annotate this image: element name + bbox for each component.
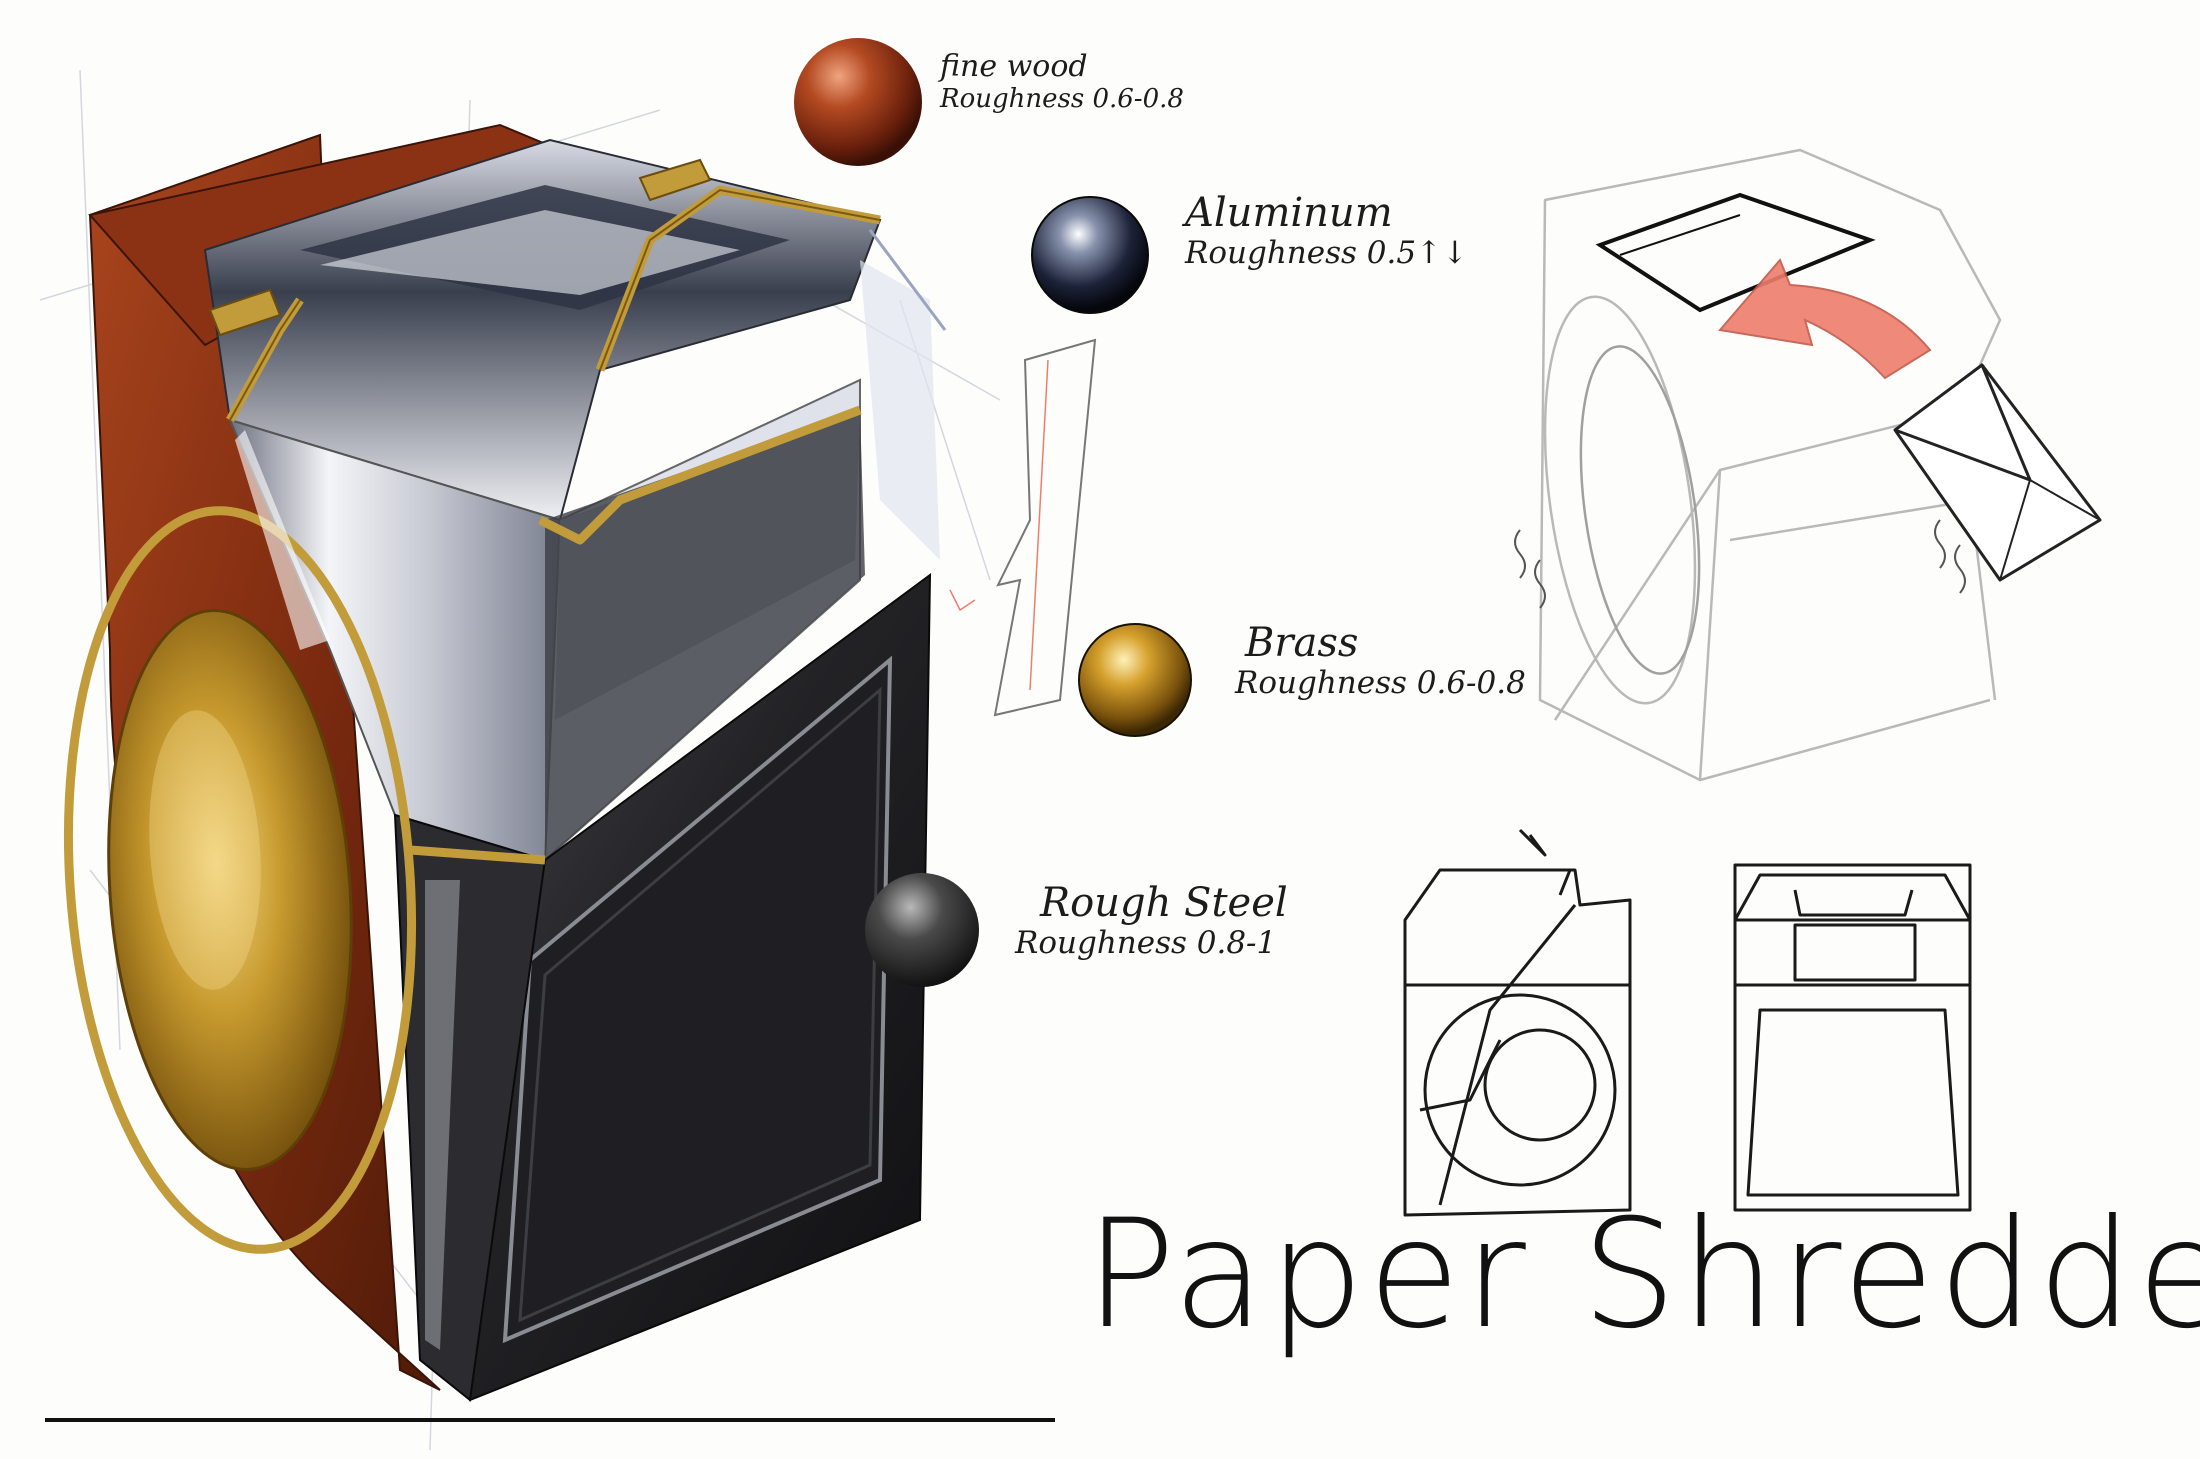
swatch-rough-steel [865, 873, 979, 987]
material-roughness: Roughness 0.8-1 [1015, 925, 1277, 961]
label-fine-wood: fine wood Roughness 0.6-0.8 [940, 49, 1184, 114]
envelope-icon [1893, 363, 2102, 582]
side-elevation-sketch [1403, 828, 1632, 1217]
page-title: Paper Shredder [1085, 1188, 2200, 1362]
material-swatches [794, 38, 1192, 987]
vibration-marks [1514, 519, 1966, 609]
label-rough-steel: Rough Steel Roughness 0.8-1 [1015, 880, 1288, 962]
label-aluminum: Aluminum Roughness 0.5↑↓ [1185, 190, 1468, 272]
material-name: Aluminum [1185, 190, 1393, 236]
swatch-brass [1078, 623, 1192, 737]
swatch-aluminum [1031, 196, 1149, 314]
sketch-slot-opening [1595, 192, 1876, 313]
material-roughness: Roughness 0.5↑↓ [1185, 235, 1469, 271]
material-roughness: Roughness 0.6-0.8 [940, 83, 1184, 114]
insert-arrow-icon [1718, 258, 1932, 380]
detail-strip-sketch [949, 338, 1097, 717]
shredder-render [39, 69, 1001, 1451]
label-brass: Brass Roughness 0.6-0.8 [1235, 620, 1526, 702]
material-name: Rough Steel [1040, 880, 1288, 926]
material-roughness: Roughness 0.6-0.8 [1235, 665, 1526, 701]
material-name: Brass [1245, 620, 1359, 666]
front-elevation-sketch [1733, 863, 1972, 1212]
swatch-fine-wood [794, 38, 922, 166]
material-name: fine wood [940, 49, 1088, 84]
